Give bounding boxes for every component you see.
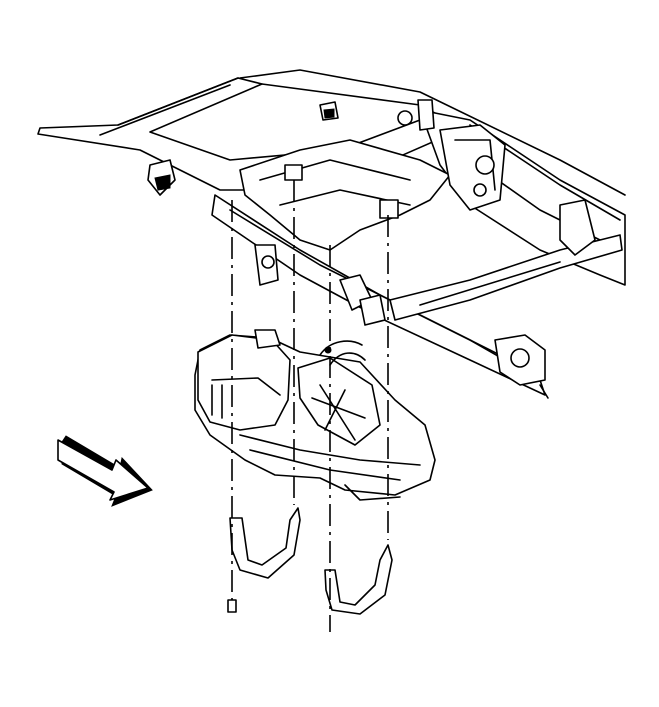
strap-bolt <box>227 599 237 613</box>
frame-mount-right <box>417 99 435 131</box>
installation-lines <box>227 180 389 632</box>
front-direction-arrow-icon <box>57 435 153 507</box>
tank-straps <box>229 507 393 615</box>
front-strap <box>229 507 301 579</box>
driveline-tube <box>389 234 623 321</box>
fuel-tank <box>194 329 436 501</box>
tank-front-bulge <box>197 334 291 431</box>
vehicle-frame <box>37 69 626 399</box>
shock-hanger <box>559 199 596 256</box>
rear-bracket <box>439 124 506 211</box>
rear-strap <box>324 544 393 615</box>
